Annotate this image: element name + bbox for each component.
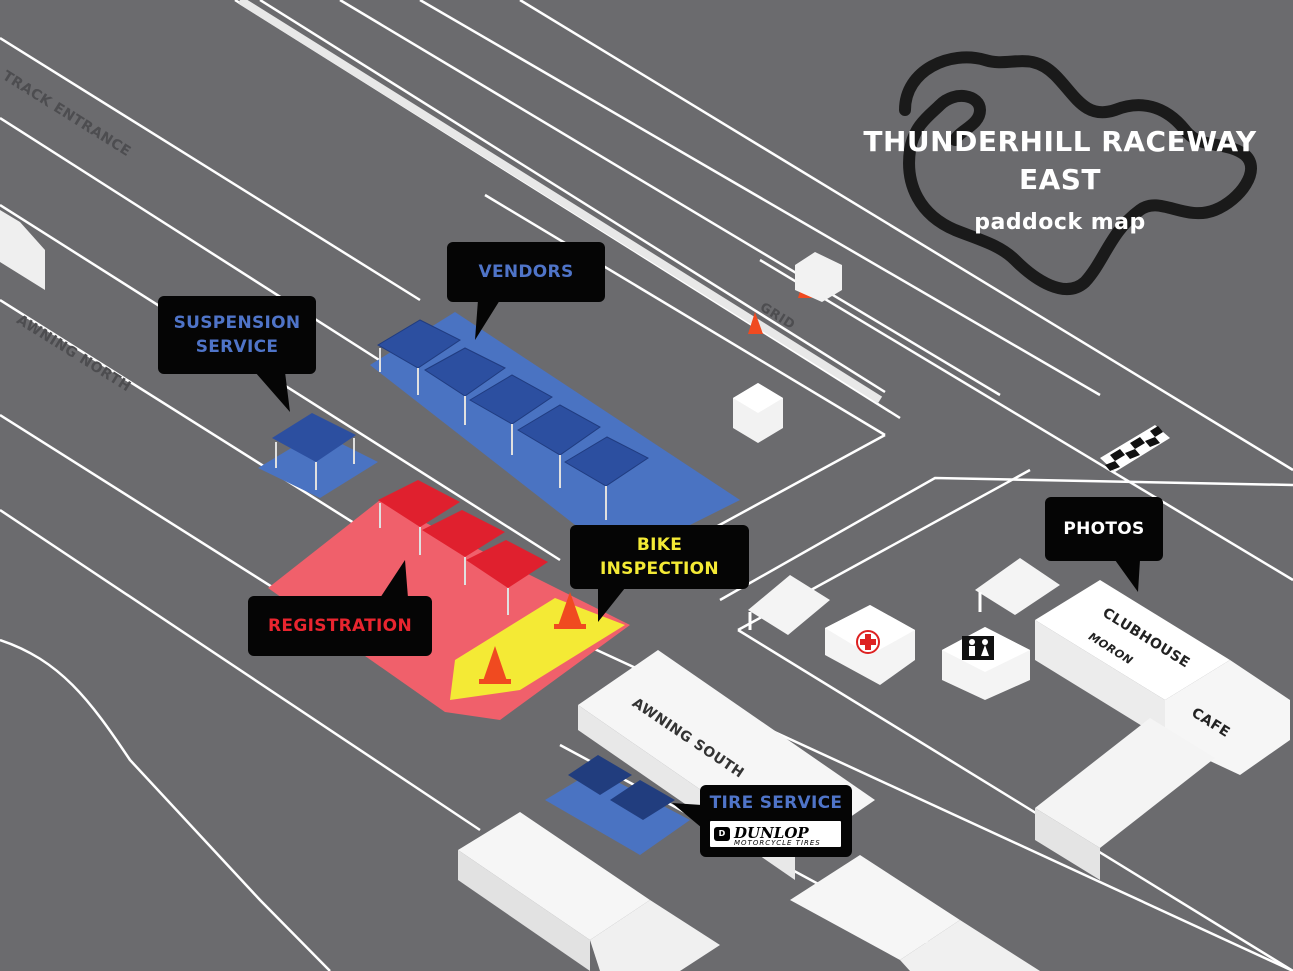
suspension-tent [272,413,356,462]
dunlop-logo: D DUNLOP MOTORCYCLE TIRES [708,819,843,849]
tire-service-tents [568,755,675,820]
tent-photos-right [975,558,1060,615]
registration-callout: REGISTRATION [248,596,432,656]
tire-service-area [545,770,690,855]
road-double-lines [237,0,883,404]
map-title-line2: EAST [1018,163,1102,196]
grid-booths [733,252,842,443]
clubhouse-building [1035,580,1290,775]
registration-tents [378,480,548,588]
dunlop-mark-icon: D [714,827,730,841]
registration-label: REGISTRATION [268,616,412,636]
track-outline-icon [899,51,1257,295]
awning-south-lower-buildings [458,812,1040,971]
first-aid-cross-icon [856,630,880,654]
registration-tent-legs [379,503,509,615]
awning-north-structure [0,210,45,290]
suspension-label-line2: SERVICE [195,337,279,357]
suspension-tent-legs [275,438,355,490]
bike-inspection-callout: BIKE INSPECTION [570,525,749,589]
vendor-tents [377,319,649,487]
tent-photos-left [748,575,830,635]
dunlop-tagline: MOTORCYCLE TIRES [734,839,821,847]
bike-inspection-label: BIKE INSPECTION [600,535,719,579]
suspension-label-line1: SUSPENSION [173,313,301,333]
suspension-service-callout: SUSPENSION SERVICE [158,296,316,374]
photos-label: PHOTOS [1063,519,1145,539]
photos-callout: PHOTOS [1045,497,1163,561]
suspension-area [258,432,378,498]
vendors-label: VENDORS [478,262,574,282]
map-title: THUNDERHILL RACEWAY [863,125,1257,158]
vendor-tent-legs [379,348,607,520]
vendors-callout: VENDORS [447,242,605,302]
map-subtitle: paddock map [974,210,1146,235]
tire-service-label: TIRE SERVICE [709,793,843,813]
checkered-flag-icon [1100,425,1170,472]
restroom-icon [962,636,994,660]
dunlop-name: DUNLOP [734,824,809,842]
south-right-tent [1035,718,1215,880]
